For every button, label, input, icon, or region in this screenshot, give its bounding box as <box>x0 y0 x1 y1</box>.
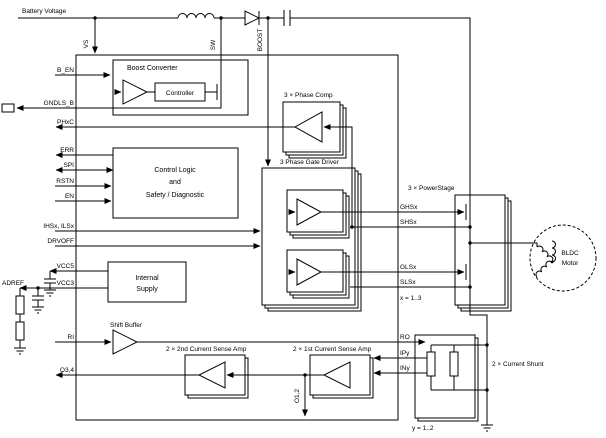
wires <box>16 17 538 425</box>
adref-resistor-2 <box>15 321 25 341</box>
pin-label-o12: O1,2 <box>294 389 301 403</box>
block-label-shift-buffer: Shift Buffer <box>110 322 143 329</box>
pin-label-ihsx-ilsx: IHSx, ILSx <box>43 223 74 230</box>
sense-amp-1st-triangle <box>322 361 351 389</box>
block-label-motor-1: BLDC <box>561 250 579 257</box>
inductor-symbol <box>177 13 215 19</box>
pin-label-slsx: SLSx <box>400 279 416 286</box>
block-label-sense-amp-2nd: 2 × 2nd Current Sense Amp <box>166 346 247 353</box>
current-shunt-box <box>414 334 479 422</box>
junction-dots <box>36 16 489 392</box>
amplifier-symbols <box>112 79 351 389</box>
pin-label-glsx: GLSx <box>400 264 417 271</box>
pin-label-adref: ADREF <box>2 280 24 287</box>
ground-icon <box>31 306 45 314</box>
labels: Battery Voltage VS SW BOOST Boost Conver… <box>2 8 579 432</box>
boost-mosfet-symbol <box>216 84 222 100</box>
pin-label-sw: SW <box>210 39 217 50</box>
block-boxes <box>75 54 512 422</box>
ground-icon <box>13 347 27 355</box>
ground-icon <box>43 289 57 297</box>
pin-label-rstn: RSTN <box>56 178 74 185</box>
capacitor-symbol <box>283 10 291 26</box>
pin-label-phxc: PHxC <box>57 119 74 126</box>
phase-comp-triangle <box>293 111 323 143</box>
pin-label-ro: RO <box>400 334 410 341</box>
pin-label-gndls-b: GNDLS_B <box>44 100 74 107</box>
pin-label-en: EN <box>65 193 74 200</box>
pin-label-ipy: IPy <box>400 350 410 357</box>
pin-label-err: ERR <box>60 147 74 154</box>
block-label-current-shunt: 2 × Current Shunt <box>492 361 544 368</box>
block-label-control-logic-2: and <box>169 179 181 186</box>
pin-label-vcc5: VCC5 <box>57 263 75 270</box>
block-label-control-logic-1: Control Logic <box>154 167 196 174</box>
control-logic-box <box>112 147 239 219</box>
block-label-internal-supply-2: Supply <box>136 286 158 293</box>
ls-driver-triangle <box>296 258 323 286</box>
block-label-gate-driver: 3 Phase Gate Driver <box>280 159 340 166</box>
component-symbols <box>1 10 597 432</box>
low-side-mosfet-symbol <box>465 264 471 280</box>
annotation-x-range: x = 1..3 <box>400 295 422 302</box>
shift-buffer-triangle <box>112 329 139 355</box>
pin-label-b-en: B_EN <box>57 67 74 74</box>
boost-amp-triangle <box>122 79 149 105</box>
battery-voltage-label: Battery Voltage <box>22 8 66 15</box>
internal-supply-box <box>107 261 187 303</box>
shunt-resistor-1 <box>426 351 436 377</box>
block-label-sense-amp-1st: 2 × 1st Current Sense Amp <box>293 346 372 353</box>
pin-label-vcc3: VCC3 <box>57 280 75 287</box>
pin-label-iny: INy <box>400 365 411 372</box>
pin-label-vs: VS <box>83 39 90 48</box>
annotation-y-range: y = 1..2 <box>412 425 434 432</box>
block-label-power-stage: 3 × PowerStage <box>408 185 455 192</box>
hs-driver-triangle <box>296 198 323 226</box>
pin-label-ri: RI <box>68 334 75 341</box>
pin-label-o34: O3,4 <box>60 367 74 374</box>
pin-label-boost: BOOST <box>257 29 264 52</box>
block-label-boost-converter: Boost Converter <box>127 65 178 72</box>
ground-icon <box>480 424 494 432</box>
block-label-internal-supply-1: Internal <box>135 275 159 282</box>
block-label-phase-comp: 3 × Phase Comp <box>284 92 333 99</box>
pin-label-spi: SPI <box>64 162 75 169</box>
adref-resistor-1 <box>15 295 25 315</box>
sense-amp-2nd-triangle <box>197 361 226 389</box>
gndls-resistor-symbol <box>1 103 15 113</box>
pin-label-drvoff: DRVOFF <box>47 238 74 245</box>
bldc-motor-symbol <box>529 224 597 292</box>
shunt-resistor-2 <box>449 351 459 377</box>
pin-label-shsx: SHSx <box>400 219 417 226</box>
gate-driver-box <box>261 167 362 312</box>
block-label-control-logic-3: Safety / Diagnostic <box>146 192 205 199</box>
pin-label-ghsx: GHSx <box>400 204 418 211</box>
high-side-mosfet-symbol <box>465 204 471 220</box>
block-label-controller: Controller <box>166 90 195 97</box>
block-label-motor-2: Motor <box>562 260 579 267</box>
diode-symbol <box>244 10 261 26</box>
sense-amp-1st-box <box>309 354 374 399</box>
